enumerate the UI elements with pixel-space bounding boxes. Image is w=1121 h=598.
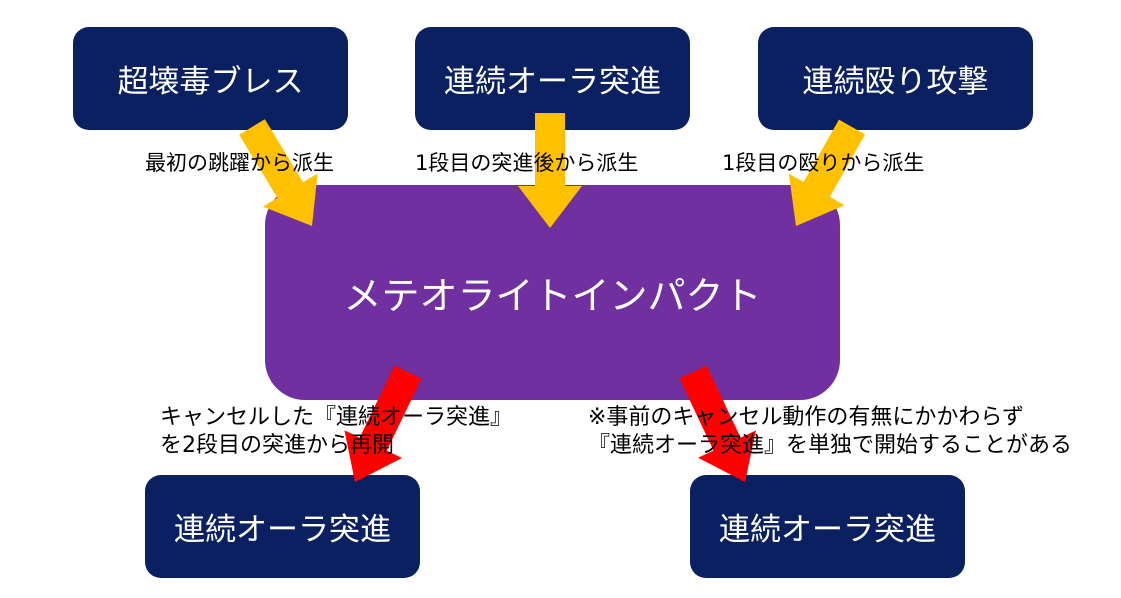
node-meteorite-impact: メテオライトインパクト bbox=[265, 185, 840, 400]
note-line: キャンセルした『連続オーラ突進』 bbox=[160, 405, 513, 430]
node-super-poison-breath: 超壊毒ブレス bbox=[73, 27, 348, 130]
node-label: メテオライトインパクト bbox=[343, 274, 762, 318]
node-aura-rush-top: 連続オーラ突進 bbox=[415, 27, 690, 130]
arrow-in-left bbox=[239, 119, 318, 226]
edge-label-2: 1段目の突進後から派生 bbox=[415, 151, 639, 175]
arrow-out-left bbox=[344, 365, 422, 483]
node-label: 連続オーラ突進 bbox=[719, 512, 936, 548]
node-label: 連続オーラ突進 bbox=[444, 64, 661, 100]
edge-label-3: 1段目の殴りから派生 bbox=[722, 151, 925, 175]
note-line: 『連続オーラ突進』を単独で開始することがある bbox=[588, 433, 1073, 458]
note-line: ※事前のキャンセル動作の有無にかかわらず bbox=[588, 405, 1024, 430]
edge-label-1: 最初の跳躍から派生 bbox=[145, 151, 334, 175]
node-aura-rush-left: 連続オーラ突進 bbox=[145, 475, 420, 578]
note-line: を2段目の突進から再開 bbox=[160, 433, 394, 458]
node-aura-rush-right: 連続オーラ突進 bbox=[690, 475, 965, 578]
node-label: 超壊毒ブレス bbox=[117, 64, 304, 100]
arrow-out-right bbox=[679, 365, 756, 483]
arrow-in-right bbox=[788, 119, 866, 227]
note-right: ※事前のキャンセル動作の有無にかかわらず 『連続オーラ突進』を単独で開始すること… bbox=[588, 404, 1072, 460]
node-label: 連続オーラ突進 bbox=[174, 512, 391, 548]
note-left: キャンセルした『連続オーラ突進』 を2段目の突進から再開 bbox=[160, 404, 512, 460]
arrow-in-middle bbox=[518, 113, 582, 228]
node-label: 連続殴り攻撃 bbox=[802, 64, 989, 100]
node-punch-combo: 連続殴り攻撃 bbox=[758, 27, 1033, 130]
